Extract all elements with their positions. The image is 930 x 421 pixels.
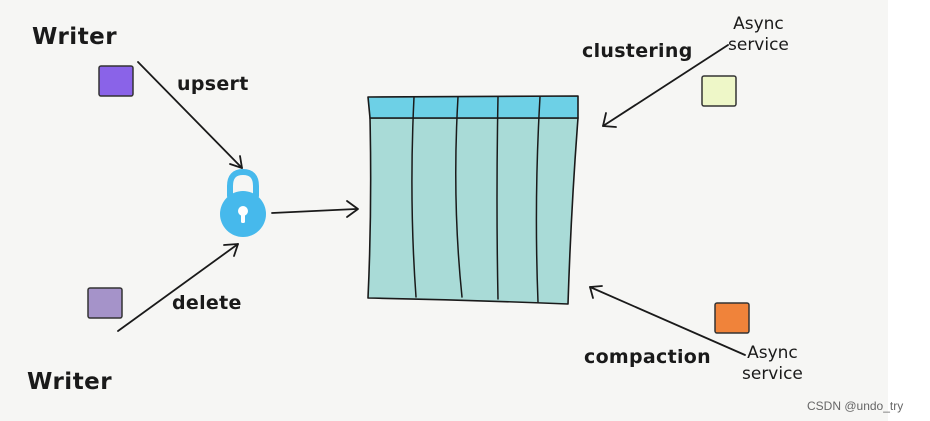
lock-keyhole-slot bbox=[241, 213, 245, 223]
async-service-top: Async service bbox=[728, 14, 789, 56]
compaction-arrowhead bbox=[589, 285, 603, 299]
upsert-arrow bbox=[137, 61, 243, 169]
table-column-line bbox=[411, 96, 417, 298]
lock-shackle bbox=[227, 168, 259, 199]
writer-top-square bbox=[98, 65, 134, 97]
watermark: CSDN @undo_try bbox=[807, 399, 904, 413]
clustering-arrow bbox=[602, 44, 729, 127]
table-column-line bbox=[455, 96, 463, 298]
async-service-bottom-line2: service bbox=[742, 364, 803, 384]
async-service-top-line1: Async bbox=[733, 14, 784, 34]
table-column-line bbox=[535, 96, 541, 303]
async-bottom-square bbox=[714, 302, 750, 334]
lock-to-table-arrowhead bbox=[346, 200, 359, 218]
clustering-arrowhead bbox=[602, 112, 617, 128]
lock-icon bbox=[220, 168, 266, 237]
compaction-label: compaction bbox=[584, 346, 711, 368]
delete-arrowhead bbox=[223, 243, 239, 257]
async-service-top-line2: service bbox=[728, 35, 789, 55]
delete-label: delete bbox=[172, 292, 242, 314]
lock-to-table-arrow bbox=[271, 208, 357, 214]
async-top-square bbox=[701, 75, 737, 107]
async-service-bottom-line1: Async bbox=[747, 343, 798, 363]
table-graphic bbox=[367, 95, 579, 305]
writer-top-label: Writer bbox=[32, 24, 118, 50]
async-service-bottom: Async service bbox=[742, 343, 803, 385]
writer-bottom-square bbox=[87, 287, 123, 319]
table-body bbox=[367, 117, 579, 305]
lock-keyhole bbox=[238, 206, 248, 216]
table-header bbox=[367, 95, 579, 119]
clustering-label: clustering bbox=[582, 40, 693, 62]
compaction-arrow bbox=[589, 286, 746, 356]
upsert-label: upsert bbox=[177, 73, 249, 95]
upsert-arrowhead bbox=[229, 155, 243, 169]
delete-arrow bbox=[117, 243, 239, 332]
table-column-line bbox=[496, 96, 499, 300]
writer-bottom-label: Writer bbox=[27, 369, 113, 395]
